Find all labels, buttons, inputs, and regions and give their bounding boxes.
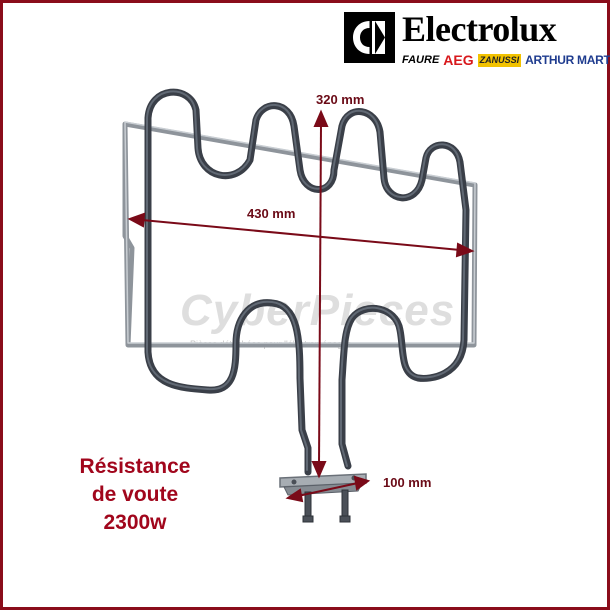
caption-line-1: Résistance [79, 455, 191, 478]
brand-logo: Electrolux FAURE AEG ZANUSSI ARTHUR MART… [344, 9, 610, 68]
dimension-height [311, 109, 329, 479]
sub-brand-aeg: AEG [443, 52, 474, 68]
support-frame-highlight [124, 121, 476, 344]
heating-element-tube [144, 88, 470, 476]
sub-brands: FAURE AEG ZANUSSI ARTHUR MARTIN [402, 50, 610, 70]
heating-element-tube-highlight [146, 90, 466, 471]
bracket-dimension-label: 100 mm [383, 475, 432, 490]
sub-brand-zanussi: ZANUSSI [477, 53, 522, 67]
dimension-width [127, 212, 475, 258]
caption-line-3: 2300w [103, 511, 167, 534]
brand-name: Electrolux [402, 9, 557, 49]
terminals [302, 489, 351, 523]
sub-brand-arthur-martin: ARTHUR MARTIN [525, 53, 610, 67]
dimension-bracket [285, 475, 371, 503]
watermark-logo: CyberPieces [180, 286, 456, 335]
electrolux-logo-icon [344, 12, 395, 63]
width-dimension-label: 430 mm [247, 206, 296, 221]
height-dimension-label: 320 mm [316, 92, 365, 107]
sub-brand-faure: FAURE [402, 54, 440, 66]
product-caption: Résistance de voute 2300w [50, 453, 220, 537]
caption-line-2: de voute [91, 483, 179, 506]
